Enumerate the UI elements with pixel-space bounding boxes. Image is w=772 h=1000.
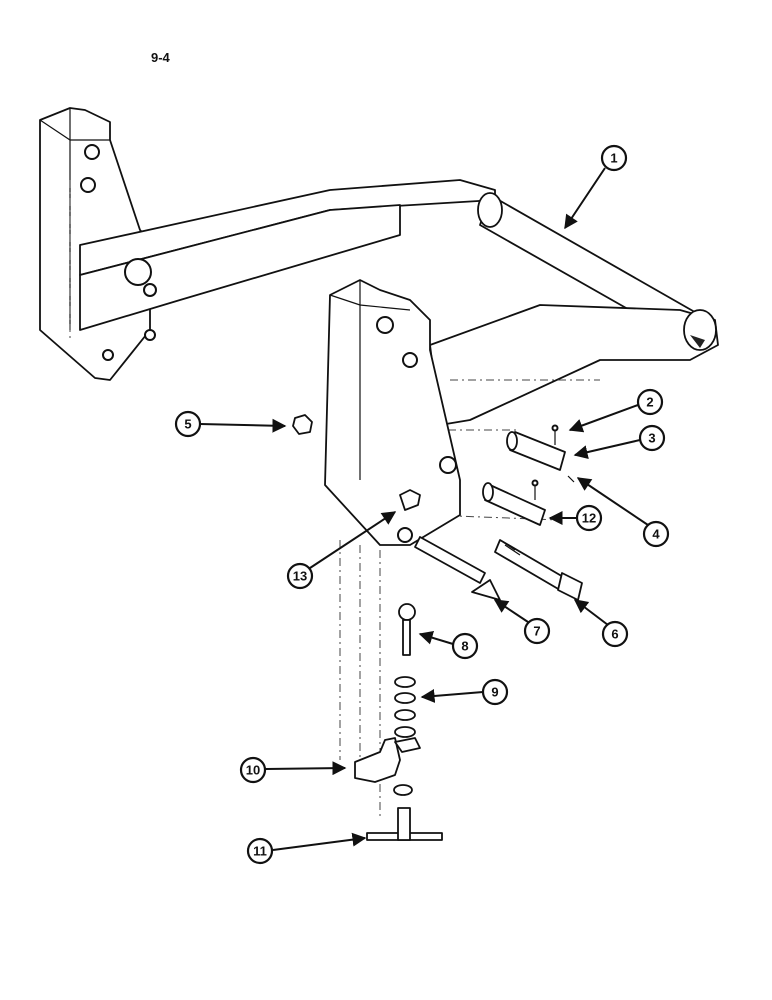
clamp (354, 737, 421, 783)
svg-text:8: 8 (461, 639, 468, 654)
svg-text:7: 7 (533, 624, 540, 639)
callout-1: 1 (564, 144, 628, 230)
mount-bracket (324, 279, 461, 820)
nut (292, 414, 313, 435)
svg-text:13: 13 (293, 569, 307, 584)
callout-9: 9 (420, 678, 509, 706)
callout-12: 12 (548, 504, 603, 532)
pin-upper (506, 431, 566, 471)
callout-11: 11 (246, 832, 367, 865)
svg-text:12: 12 (582, 511, 596, 526)
pin-handle (414, 536, 501, 601)
callout-13: 13 (286, 511, 397, 590)
washers (393, 676, 416, 796)
hinge-shaft (366, 807, 443, 841)
callout-4: 4 (576, 477, 670, 548)
svg-text:11: 11 (253, 844, 267, 859)
svg-text:2: 2 (646, 395, 653, 410)
callout-3: 3 (573, 424, 666, 459)
callout-8: 8 (418, 630, 479, 660)
pin-lower (482, 479, 546, 526)
bolt-long (494, 539, 583, 601)
callout-2: 2 (568, 388, 664, 433)
svg-text:3: 3 (648, 431, 655, 446)
page-label: 9-4 (151, 50, 170, 65)
loader-frame (39, 107, 719, 521)
svg-text:4: 4 (652, 527, 660, 542)
callout-6: 6 (573, 599, 629, 648)
svg-text:1: 1 (610, 151, 617, 166)
svg-text:5: 5 (184, 417, 191, 432)
callout-10: 10 (239, 756, 347, 784)
svg-text:9: 9 (491, 685, 498, 700)
cotter-pin-upper (551, 424, 575, 483)
callout-7: 7 (493, 599, 551, 645)
svg-text:6: 6 (611, 627, 618, 642)
svg-text:10: 10 (246, 763, 260, 778)
callout-5: 5 (174, 410, 287, 438)
eye-bolt (398, 603, 416, 656)
